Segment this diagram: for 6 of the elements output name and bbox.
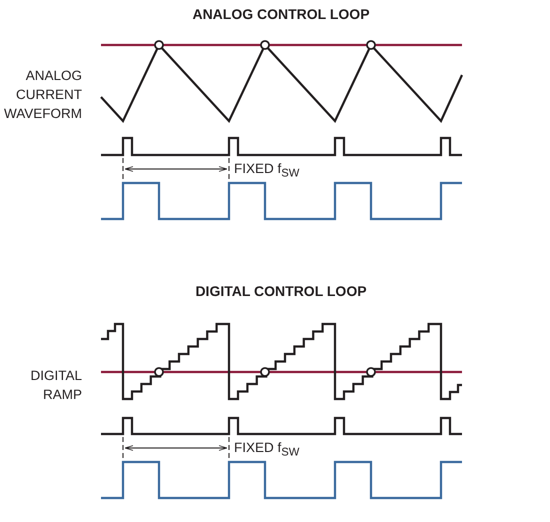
section-heading: ANALOG CONTROL LOOP <box>192 6 370 22</box>
section-heading: DIGITAL CONTROL LOOP <box>195 283 367 299</box>
signal-label: ANALOG CURRENT WAVEFORM <box>3 67 82 123</box>
frequency-label: FIXED f$_{SW}$ <box>234 440 300 459</box>
frequency-label: FIXED f$_{SW}$ <box>234 161 300 180</box>
signal-label: DIGITAL RAMP <box>29 367 82 404</box>
